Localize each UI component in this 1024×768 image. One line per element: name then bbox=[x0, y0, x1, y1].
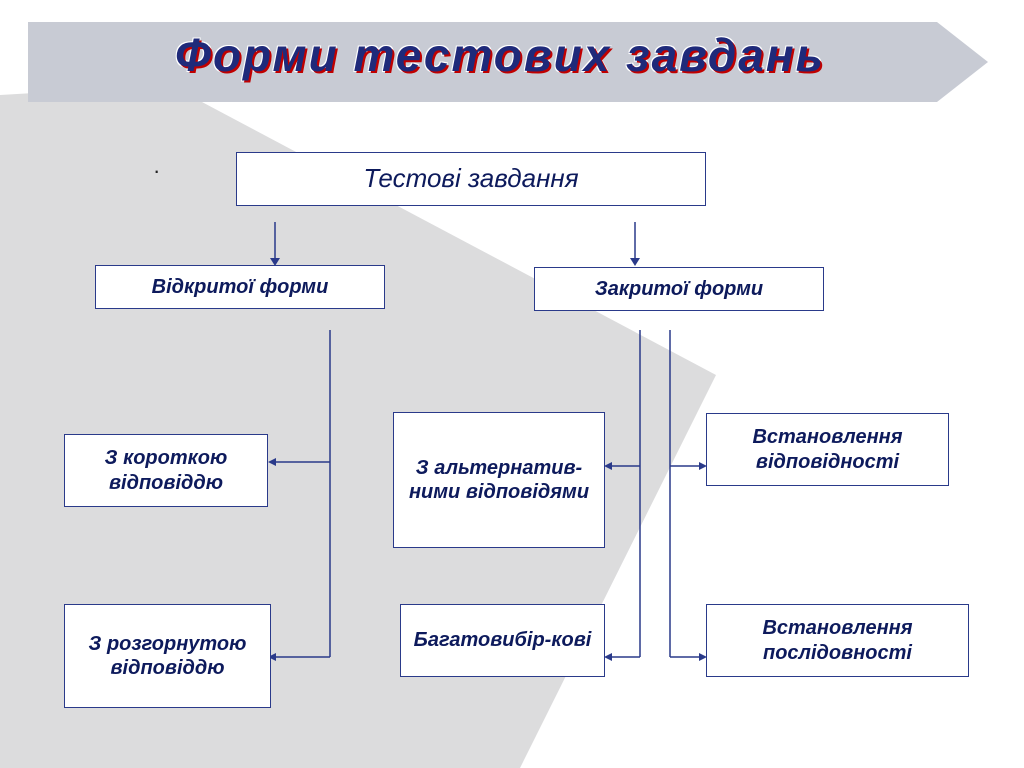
node-sequencing-label: Встановлення послідовності bbox=[762, 617, 913, 664]
arrowhead-multiple-choice bbox=[604, 653, 612, 661]
node-short-answer: З короткою відповіддю bbox=[64, 434, 268, 507]
node-extended-answer-label: З розгорнутою відповіддю bbox=[88, 632, 247, 679]
node-multiple-choice-label: Багатовибір-кові bbox=[413, 629, 592, 652]
arrowhead-closed bbox=[630, 258, 640, 266]
node-alternative-answers: З альтернатив-ними відповідями bbox=[393, 412, 605, 548]
title-banner bbox=[28, 22, 988, 102]
arrowhead-extended-answer bbox=[268, 653, 276, 661]
node-extended-answer: З розгорнутою відповіддю bbox=[64, 604, 271, 708]
bullet-dot: · bbox=[153, 158, 161, 183]
node-root-label: Тестові завдання bbox=[363, 163, 579, 194]
page-title: Форми тестових завдань bbox=[175, 29, 825, 81]
arrowhead-matching bbox=[699, 462, 707, 470]
node-alternative-answers-label: З альтернатив-ними відповідями bbox=[408, 456, 590, 503]
node-matching-label: Встановлення відповідності bbox=[752, 426, 903, 473]
arrowhead-sequencing bbox=[699, 653, 707, 661]
node-closed-form-label: Закритої форми bbox=[594, 277, 764, 300]
arrowhead-short-answer bbox=[268, 458, 276, 466]
node-root: Тестові завдання bbox=[236, 152, 706, 206]
node-open-form-label: Відкритої форми bbox=[151, 275, 329, 298]
background-diagonal-shape bbox=[0, 85, 716, 768]
arrowhead-open bbox=[270, 258, 280, 266]
node-matching: Встановлення відповідності bbox=[706, 413, 949, 486]
arrowhead-alternative bbox=[604, 462, 612, 470]
node-sequencing: Встановлення послідовності bbox=[706, 604, 969, 677]
arrowheads bbox=[268, 258, 707, 661]
node-short-answer-label: З короткою відповіддю bbox=[104, 447, 228, 494]
node-open-form: Відкритої форми bbox=[95, 265, 385, 309]
node-closed-form: Закритої форми bbox=[534, 267, 824, 311]
node-multiple-choice: Багатовибір-кові bbox=[400, 604, 605, 677]
